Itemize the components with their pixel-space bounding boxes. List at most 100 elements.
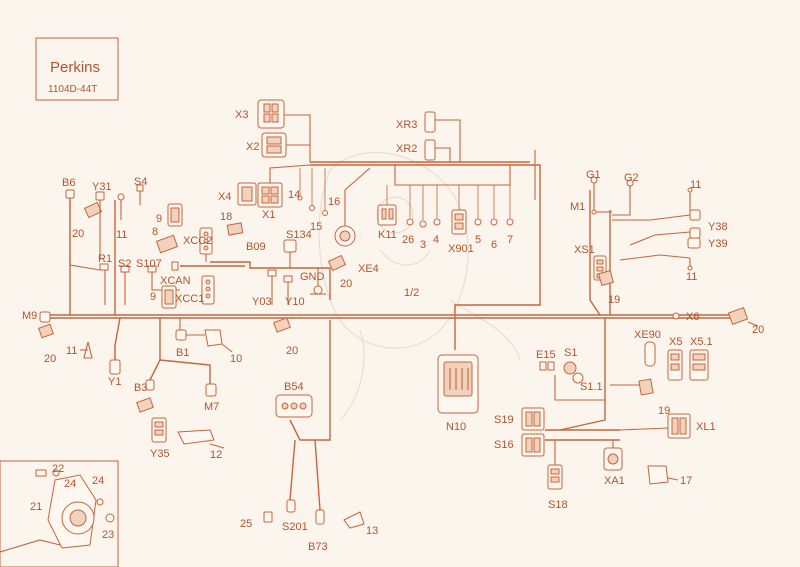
label-12: 12: [210, 449, 222, 461]
sensors-R1-S2-S107: [99, 261, 180, 305]
label-XCC1: XCC1: [175, 293, 204, 305]
label-24b: 24: [92, 475, 104, 487]
sensors-G1-G2: [590, 176, 634, 216]
label-X1: X1: [262, 209, 275, 221]
label-M7: M7: [204, 401, 219, 413]
valves-Y38-Y39: [612, 187, 701, 271]
label-15: 15: [310, 221, 322, 233]
label-9a: 9: [156, 213, 162, 225]
label-XCAN: XCAN: [160, 275, 191, 287]
label-XR2: XR2: [396, 143, 417, 155]
label-S19: S19: [494, 414, 514, 426]
label-9b: 9: [150, 291, 156, 303]
connector-X3: [257, 99, 311, 162]
label-25: 25: [240, 518, 252, 530]
label-X4: X4: [218, 191, 231, 203]
sensors-bottom-right: [521, 407, 691, 490]
label-11d: 11: [66, 345, 77, 357]
label-26: 26: [402, 234, 414, 246]
connector-X6: [672, 306, 759, 327]
label-XL1: XL1: [696, 421, 716, 433]
label-GND: GND: [300, 271, 325, 283]
connector-XCC2: [199, 227, 213, 262]
valves-Y03-Y10: [267, 269, 293, 333]
label-E15: E15: [536, 349, 556, 361]
label-20a: 20: [72, 228, 84, 240]
label-N10: N10: [446, 421, 466, 433]
label-Y1: Y1: [108, 376, 121, 388]
inset-alternator-detail: [0, 460, 119, 567]
label-M1: M1: [570, 201, 585, 213]
connector-XR2: [424, 139, 451, 162]
label-B73: B73: [308, 541, 328, 553]
connector-X2: [261, 132, 310, 158]
label-X2: X2: [246, 141, 259, 153]
label-B3: B3: [134, 382, 147, 394]
label-20b: 20: [340, 278, 352, 290]
label-5: 5: [475, 234, 481, 246]
main-harness: [40, 150, 730, 511]
label-11c: 11: [116, 229, 127, 241]
label-X3: X3: [235, 109, 248, 121]
label-Y31: Y31: [92, 181, 112, 193]
label-S16: S16: [494, 439, 514, 451]
connector-XCC1: [201, 275, 215, 305]
ecu-N10: [437, 354, 479, 414]
terminals-14-16: [297, 168, 328, 216]
label-6: 6: [491, 239, 497, 251]
label-S18: S18: [548, 499, 568, 511]
label-16: 16: [328, 196, 340, 208]
label-20e: 20: [286, 345, 298, 357]
sensor-B3: [136, 379, 155, 413]
label-S201: S201: [282, 521, 308, 533]
label-B6: B6: [62, 177, 75, 189]
label-24a: 24: [64, 478, 76, 490]
switches-E15-S1: [539, 361, 605, 401]
label-XS1: XS1: [574, 244, 595, 256]
label-19b: 19: [658, 405, 670, 417]
label-S1: S1: [564, 347, 577, 359]
label-XR3: XR3: [396, 119, 417, 131]
label-17: 17: [680, 475, 692, 487]
label-S107: S107: [136, 258, 162, 270]
label-X6: X6: [686, 311, 699, 323]
label-G2: G2: [624, 172, 639, 184]
connector-9-bottom: [161, 285, 177, 309]
label-X901: X901: [448, 243, 474, 255]
label-20c: 20: [44, 353, 56, 365]
ghost-watermark: [318, 151, 521, 421]
connector-19a: [598, 270, 614, 286]
label-22: 22: [52, 463, 64, 475]
label-G1: G1: [586, 169, 601, 181]
brand-name: Perkins: [50, 59, 100, 76]
motor-M9: [38, 311, 54, 339]
label-Y35: Y35: [150, 448, 170, 460]
label-B1: B1: [176, 347, 189, 359]
label-B09: B09: [246, 241, 266, 253]
label-XE4: XE4: [358, 263, 379, 275]
label-1-2: 1/2: [404, 287, 419, 299]
label-20d: 20: [752, 324, 764, 336]
label-XCC2: XCC2: [183, 235, 212, 247]
connector-8: [155, 234, 179, 254]
relay-group: [377, 165, 514, 235]
label-11a: 11: [690, 179, 701, 191]
label-4: 4: [433, 234, 439, 246]
ground-point: [310, 268, 326, 295]
sensor-B1: [175, 318, 233, 353]
connector-X1: [257, 164, 311, 208]
label-Y39: Y39: [708, 238, 728, 250]
connector-B54: [275, 394, 313, 418]
label-Y10: Y10: [285, 296, 305, 308]
label-K11: K11: [378, 229, 397, 241]
label-M9: M9: [22, 310, 37, 322]
connector-XE4: [334, 167, 371, 247]
switch-S134: [283, 239, 297, 268]
label-11b: 11: [686, 271, 697, 283]
label-7: 7: [507, 234, 513, 246]
title-block: Perkins 1104D-44T: [35, 37, 119, 101]
label-13: 13: [366, 525, 378, 537]
label-10: 10: [230, 353, 242, 365]
